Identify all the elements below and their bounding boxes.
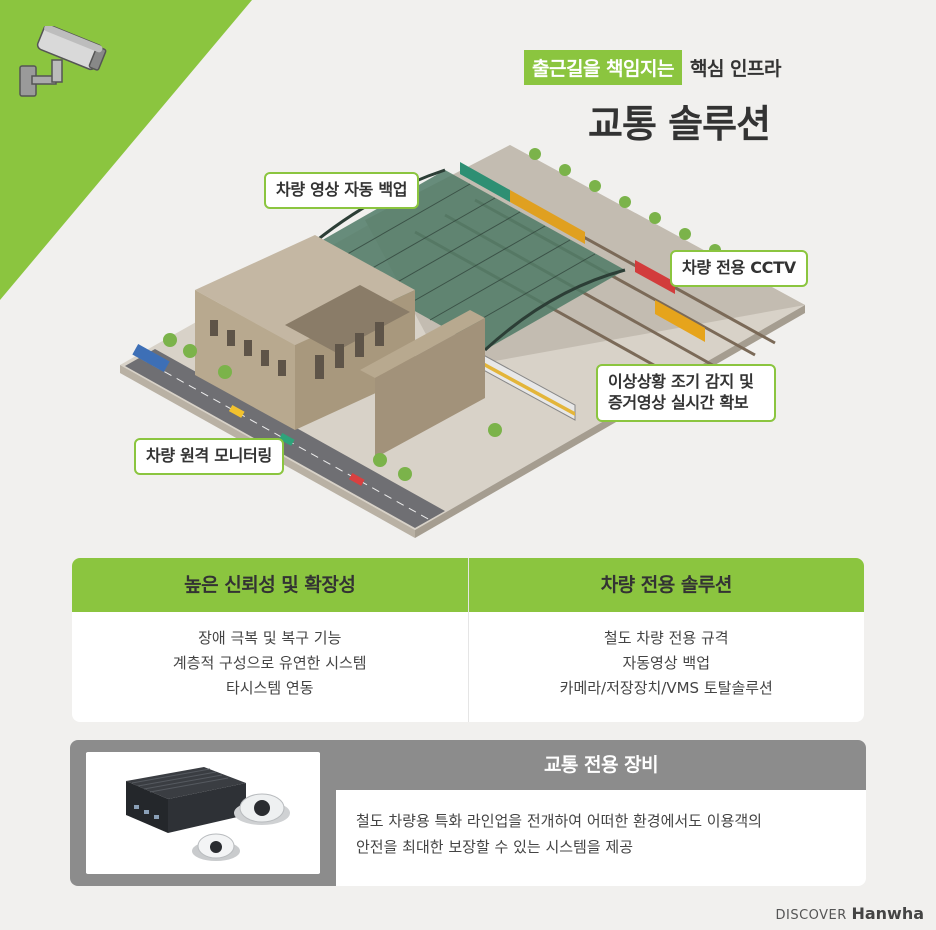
list-item: 자동영상 백업 xyxy=(622,654,711,672)
callout-incident-line1: 이상상황 조기 감지 및 xyxy=(608,372,754,391)
headline: 출근길을 책임지는 핵심 인프라 교통 솔루션 xyxy=(524,50,884,148)
feature-reliability-list: 장애 극복 및 복구 기능 계층적 구성으로 유연한 시스템 타시스템 연동 xyxy=(72,612,468,701)
feature-reliability: 높은 신뢰성 및 확장성 장애 극복 및 복구 기능 계층적 구성으로 유연한 … xyxy=(72,558,468,722)
equipment-description: 철도 차량용 특화 라인업을 전개하여 어떠한 환경에서도 이용객의 안전을 최… xyxy=(336,790,866,860)
list-item: 장애 극복 및 복구 기능 xyxy=(198,629,342,647)
equipment-desc-line2: 안전을 최대한 보장할 수 있는 시스템을 제공 xyxy=(356,838,634,856)
headline-tag: 출근길을 책임지는 xyxy=(524,50,682,85)
cctv-camera-icon xyxy=(19,26,107,97)
list-item: 계층적 구성으로 유연한 시스템 xyxy=(172,654,367,672)
callout-incident-detection: 이상상황 조기 감지 및 증거영상 실시간 확보 xyxy=(596,364,776,422)
callout-auto-backup: 차량 영상 자동 백업 xyxy=(264,172,420,209)
equipment-image-frame xyxy=(70,740,336,886)
station-illustration xyxy=(120,145,805,538)
headline-sub: 핵심 인프라 xyxy=(689,58,782,80)
callout-vehicle-cctv: 차량 전용 CCTV xyxy=(670,250,808,287)
page-title: 교통 솔루션 xyxy=(588,102,771,146)
feature-panels: 높은 신뢰성 및 확장성 장애 극복 및 복구 기능 계층적 구성으로 유연한 … xyxy=(72,558,864,722)
list-item: 타시스템 연동 xyxy=(225,679,314,697)
brand-logo: DISCOVER Hanwha xyxy=(775,904,924,923)
equipment-desc-line1: 철도 차량용 특화 라인업을 전개하여 어떠한 환경에서도 이용객의 xyxy=(356,812,762,830)
feature-vehicle-solution-title: 차량 전용 솔루션 xyxy=(468,558,864,612)
equipment-body: 교통 전용 장비 철도 차량용 특화 라인업을 전개하여 어떠한 환경에서도 이… xyxy=(336,740,866,886)
brand-name: Hanwha xyxy=(851,904,924,923)
list-item: 철도 차량 전용 규격 xyxy=(603,629,729,647)
equipment-title: 교통 전용 장비 xyxy=(336,740,866,790)
callout-remote-monitoring: 차량 원격 모니터링 xyxy=(134,438,284,475)
equipment-panel: 교통 전용 장비 철도 차량용 특화 라인업을 전개하여 어떠한 환경에서도 이… xyxy=(70,740,866,886)
brand-prefix: DISCOVER xyxy=(775,908,847,923)
list-item: 카메라/저장장치/VMS 토탈솔루션 xyxy=(559,679,773,697)
green-corner-decoration xyxy=(0,0,252,300)
feature-vehicle-solution: 차량 전용 솔루션 철도 차량 전용 규격 자동영상 백업 카메라/저장장치/V… xyxy=(467,558,865,722)
equipment-product-image xyxy=(86,752,320,874)
feature-vehicle-solution-list: 철도 차량 전용 규격 자동영상 백업 카메라/저장장치/VMS 토탈솔루션 xyxy=(469,612,865,701)
feature-reliability-title: 높은 신뢰성 및 확장성 xyxy=(72,558,468,612)
callout-incident-line2: 증거영상 실시간 확보 xyxy=(608,392,749,412)
